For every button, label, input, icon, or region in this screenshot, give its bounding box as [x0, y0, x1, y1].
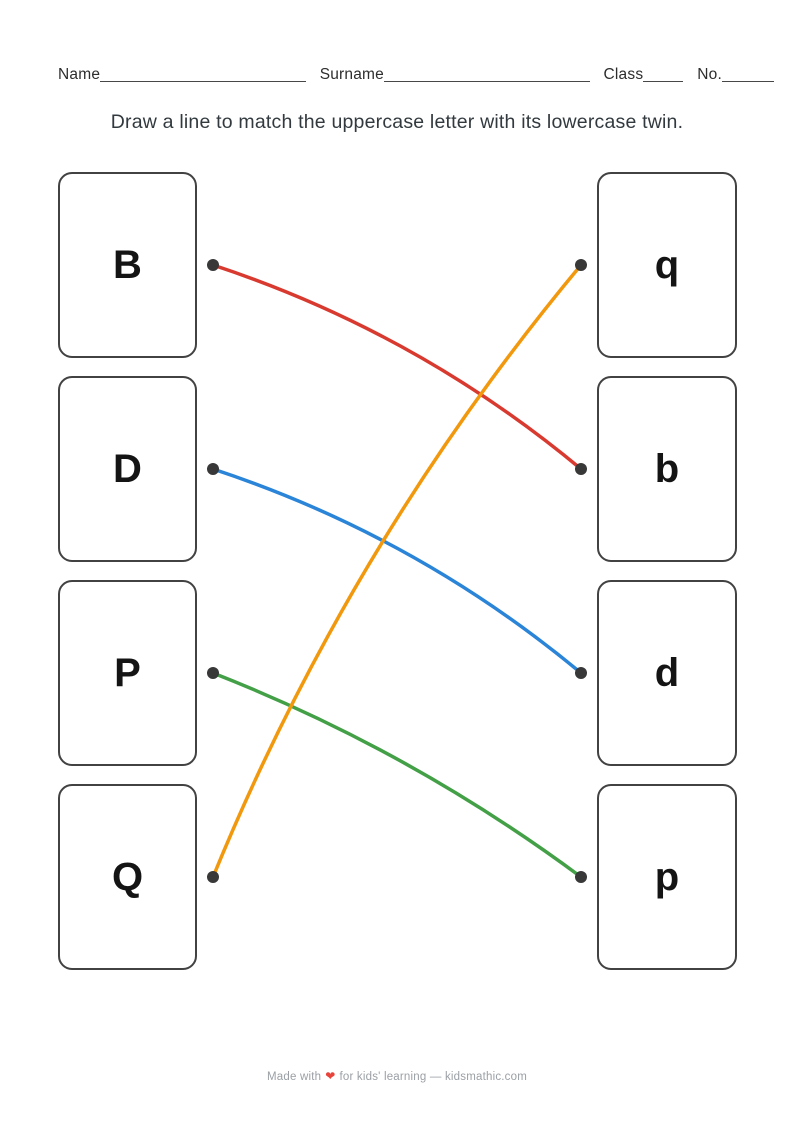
uppercase-column: B D P Q — [58, 172, 197, 970]
lowercase-letter-2: b — [654, 446, 680, 491]
connection-dot-left-1 — [207, 259, 219, 271]
connection-dot-right-2 — [575, 463, 587, 475]
connection-dot-left-4 — [207, 871, 219, 883]
letter-card-uppercase-4: Q — [58, 784, 197, 970]
letter-card-uppercase-2: D — [58, 376, 197, 562]
connection-dot-right-4 — [575, 871, 587, 883]
surname-label: Surname — [319, 66, 384, 83]
footer-made-with-text: Made with — [267, 1071, 322, 1083]
lowercase-letter-3: d — [654, 650, 680, 695]
lowercase-letter-4: p — [654, 854, 680, 899]
surname-blank-line — [383, 77, 590, 82]
name-label: Name — [58, 66, 101, 83]
connection-line-P-p — [211, 671, 583, 879]
name-blank-line — [100, 77, 306, 82]
heart-icon: ❤ — [325, 1069, 336, 1083]
uppercase-letter-4: Q — [111, 854, 144, 899]
connection-line-Q-q — [211, 263, 583, 879]
connection-dot-right-3 — [575, 667, 587, 679]
student-info-header: Name Surname Class No. — [58, 66, 775, 84]
letter-card-uppercase-3: P — [58, 580, 197, 766]
class-label: Class — [603, 66, 644, 83]
lowercase-column: q b d p — [597, 172, 737, 970]
uppercase-letter-2: D — [113, 446, 142, 491]
letter-card-uppercase-1: B — [58, 172, 197, 358]
instruction-text: Draw a line to match the uppercase lette… — [110, 111, 684, 133]
connection-dot-right-1 — [575, 259, 587, 271]
connection-dot-left-2 — [207, 463, 219, 475]
letter-card-lowercase-1: q — [597, 172, 737, 358]
no-blank-line — [722, 77, 775, 82]
footer-learning-text: for kids' learning — kidsmathic.com — [339, 1071, 527, 1083]
connection-line-D-d — [211, 467, 583, 675]
letter-card-lowercase-2: b — [597, 376, 737, 562]
connection-dot-left-3 — [207, 667, 219, 679]
uppercase-letter-1: B — [113, 242, 142, 287]
lowercase-letter-1: q — [654, 242, 680, 287]
footer-credit: Made with❤for kids' learning — kidsmathi… — [0, 1069, 794, 1083]
uppercase-letter-3: P — [114, 650, 141, 695]
connection-line-B-b — [211, 263, 583, 471]
no-label: No. — [697, 66, 723, 83]
letter-card-lowercase-3: d — [597, 580, 737, 766]
letter-card-lowercase-4: p — [597, 784, 737, 970]
class-blank-line — [643, 77, 684, 82]
